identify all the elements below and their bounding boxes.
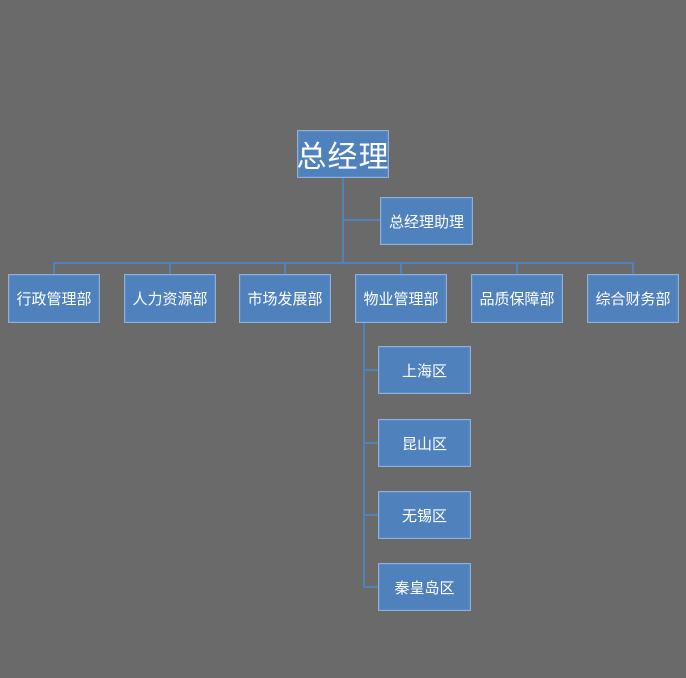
region-label-2: 昆山区 bbox=[401, 434, 447, 453]
region-node-4: 秦皇岛区 bbox=[378, 563, 471, 611]
department-label-2: 人力资源部 bbox=[132, 290, 208, 308]
assistant-node: 总经理助理 bbox=[380, 197, 473, 245]
region-node-3: 无锡区 bbox=[378, 491, 471, 539]
department-label-1: 行政管理部 bbox=[16, 290, 92, 308]
department-label-3: 市场发展部 bbox=[247, 290, 323, 308]
department-node-6: 综合财务部 bbox=[587, 274, 679, 323]
region-label-4: 秦皇岛区 bbox=[394, 578, 455, 597]
region-node-2: 昆山区 bbox=[378, 419, 471, 467]
root-node-label: 总经理 bbox=[296, 140, 390, 175]
region-node-1: 上海区 bbox=[378, 346, 471, 394]
root-node: 总经理 bbox=[297, 130, 389, 178]
region-label-3: 无锡区 bbox=[401, 506, 447, 525]
department-node-4: 物业管理部 bbox=[355, 274, 447, 323]
department-node-1: 行政管理部 bbox=[8, 274, 100, 323]
assistant-node-label: 总经理助理 bbox=[388, 212, 464, 231]
department-node-5: 品质保障部 bbox=[471, 274, 563, 323]
region-label-1: 上海区 bbox=[401, 361, 447, 380]
department-label-6: 综合财务部 bbox=[595, 290, 671, 308]
department-label-4: 物业管理部 bbox=[363, 290, 439, 308]
department-label-5: 品质保障部 bbox=[479, 290, 555, 308]
department-node-3: 市场发展部 bbox=[239, 274, 331, 323]
department-node-2: 人力资源部 bbox=[124, 274, 216, 323]
